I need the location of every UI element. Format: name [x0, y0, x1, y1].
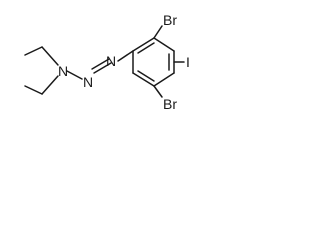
- ring-bond-1: [132, 37, 155, 52]
- bond-ring-br-bottom: [153, 85, 163, 98]
- ring-bond-5: [132, 72, 155, 87]
- chemical-structure-diagram: N N N Br I Br: [24, 12, 190, 112]
- atom-n-azo: N: [106, 53, 116, 69]
- bond-ethyl2-ch2: [41, 75, 59, 95]
- bond-ethyl1-ch2: [41, 46, 59, 66]
- bond-n-ring: [117, 50, 134, 62]
- ring-bond-2: [153, 37, 175, 52]
- atom-br-bottom: Br: [163, 96, 177, 112]
- bond-n-n-double-b: [91, 58, 110, 70]
- bond-ethyl2-ch3: [24, 85, 43, 95]
- bond-ethyl1-ch3: [24, 46, 43, 56]
- ring-double-3: [137, 70, 155, 82]
- atom-br-top: Br: [163, 12, 177, 28]
- ring-double-1: [137, 42, 155, 54]
- structure-canvas: N N N Br I Br: [0, 0, 227, 124]
- bond-n-n-single: [66, 70, 83, 80]
- bond-ring-br-top: [153, 25, 163, 39]
- atom-n-middle: N: [83, 74, 93, 90]
- atom-n-amine: N: [58, 63, 68, 79]
- bond-n-n-double-a: [93, 62, 112, 74]
- ring-bond-4: [153, 72, 175, 87]
- atom-iodine: I: [186, 54, 190, 70]
